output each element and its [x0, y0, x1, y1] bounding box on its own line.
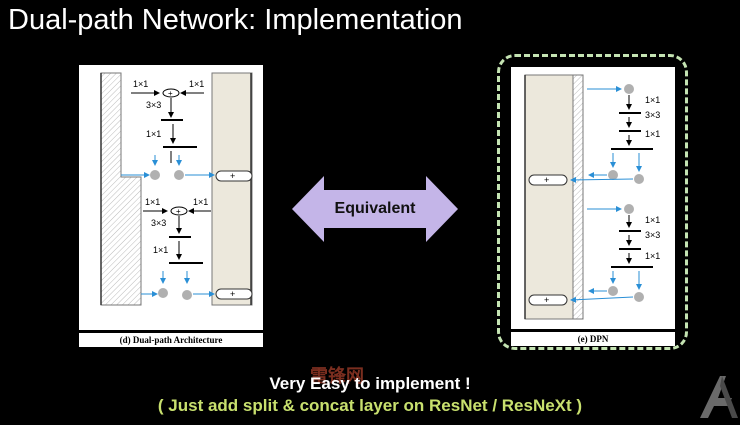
svg-text:+: + [230, 289, 235, 299]
right-panel-caption: (e) DPN [511, 332, 675, 346]
svg-text:1×1: 1×1 [145, 197, 160, 207]
svg-text:3×3: 3×3 [151, 218, 166, 228]
slide-title: Dual-path Network: Implementation [8, 4, 463, 36]
label-1x1-a: 1×1 [133, 79, 148, 89]
residual-path-band [572, 74, 584, 320]
svg-text:1×1: 1×1 [193, 197, 208, 207]
svg-text:+: + [544, 175, 549, 185]
summary-line-1: Very Easy to implement ! [269, 374, 471, 393]
equivalent-label: Equivalent [334, 200, 416, 217]
sum-node [162, 88, 180, 98]
left-panel-caption: (d) Dual-path Architecture [79, 333, 263, 347]
svg-text:+: + [544, 295, 549, 305]
dual-path-architecture-diagram: 1×1 1×1 + 3×3 1×1 + 1×1 1×1 + 3×3 1×1 [79, 65, 263, 330]
label-1x1-b: 1×1 [189, 79, 204, 89]
dense-path-band [211, 72, 253, 306]
dpn-diagram: 1×1 3×3 1×1 + 1×1 3×3 1×1 + [511, 67, 675, 329]
dense-path-band [524, 74, 574, 320]
split-node [150, 170, 160, 180]
svg-text:+: + [168, 89, 173, 98]
residual-path-band [100, 72, 142, 306]
svg-text:1×1: 1×1 [645, 251, 660, 261]
split-node [174, 170, 184, 180]
dpn-highlight-frame [497, 54, 688, 350]
summary-line-2: ( Just add split & concat layer on ResNe… [157, 396, 583, 415]
corner-logo-icon [692, 370, 740, 420]
svg-text:3×3: 3×3 [645, 110, 660, 120]
svg-text:3×3: 3×3 [645, 230, 660, 240]
label-3x3: 3×3 [146, 100, 161, 110]
concat-node [215, 170, 253, 182]
watermark-text: 雷锋网 [310, 366, 364, 386]
svg-text:1×1: 1×1 [153, 245, 168, 255]
svg-text:1×1: 1×1 [645, 215, 660, 225]
svg-text:1×1: 1×1 [645, 129, 660, 139]
svg-text:+: + [230, 171, 235, 181]
label-1x1-c: 1×1 [146, 129, 161, 139]
svg-text:+: + [176, 207, 181, 216]
equivalent-arrow: Equivalent [292, 176, 458, 242]
svg-text:1×1: 1×1 [645, 95, 660, 105]
